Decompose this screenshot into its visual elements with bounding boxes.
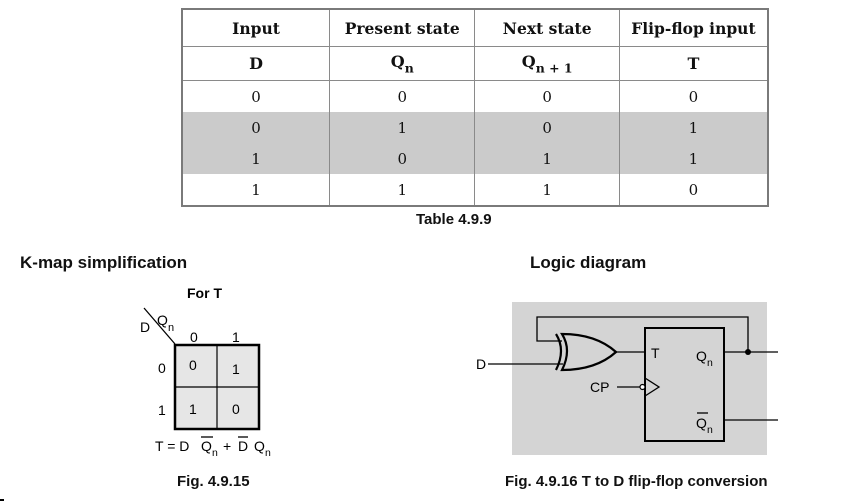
header-input: Input [181,9,331,47]
table-header-row: Input Present state Next state Flip-flop… [181,9,769,47]
kmap-col-label-1: 1 [232,329,240,345]
ff-q-sub: n [707,357,713,369]
table-row: 0 0 0 0 [181,80,769,112]
kmap-equation: T = D Q n + D Q n [155,436,271,459]
kmap-row-label-1: 1 [158,402,166,418]
cell-qn: 0 [329,80,476,112]
kmap-caption: Fig. 4.9.15 [177,473,250,490]
clock-edge-icon [644,377,661,397]
symbol-d: D [181,46,331,81]
kmap-row-var: D [140,319,150,335]
header-flip-flop-input: Flip-flop input [618,9,769,47]
cell-qn: 1 [329,112,476,143]
cell-t: 0 [618,174,769,206]
kmap-cell-10: 1 [189,401,197,417]
kmap-cell-01: 1 [232,361,240,377]
cell-d: 0 [181,112,331,143]
symbol-qn: Qn [329,46,476,81]
cell-qn: 0 [329,143,476,174]
equation-q: Q [254,438,265,454]
kmap-cell-11: 0 [232,401,240,417]
equation-plus: + [223,438,231,454]
t-flip-flop-box [644,327,725,442]
ff-qbar-sub: n [707,424,713,436]
symbol-qn1: Qn + 1 [474,46,620,81]
kmap-row-label-0: 0 [158,360,166,376]
edge-mark [0,499,4,501]
ff-q-label: Q [696,348,707,364]
table-row: 1 0 1 1 [181,143,769,174]
logic-heading: Logic diagram [530,253,647,272]
ff-qbar-label: Q [696,415,707,431]
table-symbol-row: D Qn Qn + 1 T [181,46,769,81]
cell-t: 0 [618,80,769,112]
excitation-table: Input Present state Next state Flip-flop… [181,8,769,207]
symbol-t: T [618,46,769,81]
cell-d: 0 [181,80,331,112]
cell-d: 1 [181,143,331,174]
kmap-col-label-0: 0 [190,329,198,345]
cell-t: 1 [618,112,769,143]
cell-qn1: 1 [474,143,620,174]
kmap-heading: K-map simplification [20,253,188,272]
equation-lhs: T = D [155,438,189,454]
kmap-col-var-sub: n [168,322,174,334]
diagram-background [512,302,767,455]
kmap-diagonal [143,307,176,345]
kmap-col-var: Q [157,312,168,328]
logic-caption: Fig. 4.9.16 T to D flip-flop conversion [505,473,768,490]
cell-t: 1 [618,143,769,174]
equation-qbar: Q [201,438,212,454]
xor-gate-icon [560,332,618,372]
input-d-label: D [476,356,486,372]
table-row: 1 1 1 0 [181,174,769,206]
table-row: 0 1 0 1 [181,112,769,143]
clock-label: CP [590,379,609,395]
kmap-cell-00: 0 [189,357,197,373]
kmap-title: For T [187,285,222,301]
ff-t-label: T [651,345,660,361]
cell-d: 1 [181,174,331,206]
cell-qn1: 1 [474,174,620,206]
kmap-grid [173,343,261,431]
header-present-state: Present state [329,9,476,47]
equation-q-sub: n [265,447,271,459]
feedback-wire [536,316,749,352]
clock-bubble-icon [639,383,646,391]
xor-input-curve [555,333,563,371]
cell-qn1: 0 [474,80,620,112]
equation-dbar: D [238,438,248,454]
cell-qn1: 0 [474,112,620,143]
table-caption: Table 4.9.9 [416,211,492,228]
equation-qbar-sub: n [212,447,218,459]
cell-qn: 1 [329,174,476,206]
junction-dot-icon [745,349,751,355]
header-next-state: Next state [474,9,620,47]
